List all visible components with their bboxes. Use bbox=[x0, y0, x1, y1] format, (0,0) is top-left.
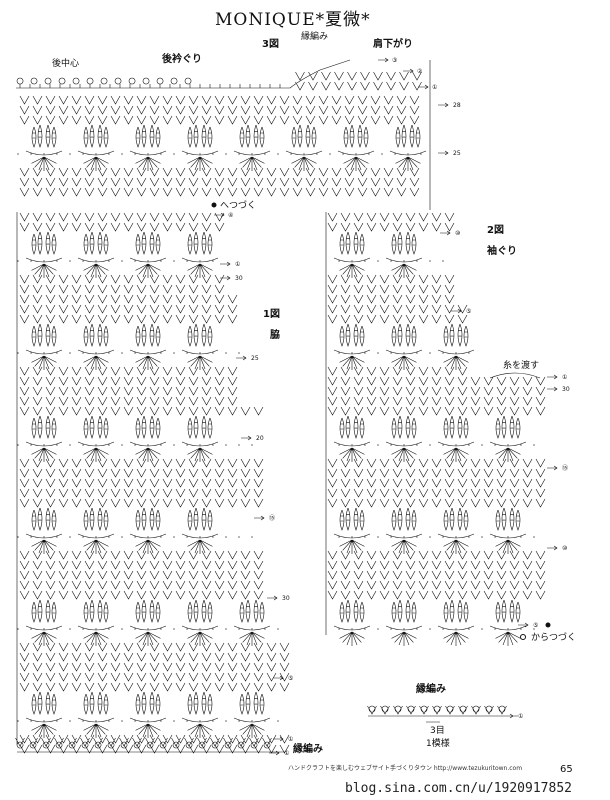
row-number: ④ bbox=[228, 212, 234, 219]
edge-pattern-title: 縁編み bbox=[416, 684, 446, 695]
row-number: ① bbox=[432, 84, 438, 91]
join-marker-dot bbox=[211, 202, 217, 208]
row-number: 25 bbox=[453, 150, 461, 157]
row-number: 28 bbox=[453, 102, 461, 109]
blog-watermark: blog.sina.com.cn/u/1920917852 bbox=[345, 781, 572, 796]
row-number: ⑩ bbox=[455, 230, 461, 237]
join-marker-dot bbox=[545, 622, 551, 628]
fig3-label: 3図 bbox=[262, 39, 279, 50]
shoulder-label: 肩下がり bbox=[373, 39, 413, 50]
page-title: MONIQUE*夏微* bbox=[215, 10, 371, 30]
stitch-symbols bbox=[15, 57, 558, 756]
row-number: ① bbox=[518, 713, 524, 720]
back-center-label: 後中心 bbox=[52, 59, 80, 69]
row-number: ① bbox=[562, 374, 568, 381]
row-number: ① bbox=[235, 261, 241, 268]
row-number: ③ bbox=[392, 57, 398, 64]
row-number: 30 bbox=[562, 386, 570, 393]
fig1-sub-label: 脇 bbox=[270, 330, 280, 341]
row-number: 20 bbox=[256, 435, 264, 442]
start-from-label: からつづく bbox=[531, 633, 577, 643]
start-marker-circle bbox=[520, 634, 526, 640]
fig3-sub-label: 縁編み bbox=[301, 32, 329, 42]
row-number: ⑮ bbox=[269, 515, 276, 522]
row-number: ⑤ bbox=[288, 675, 294, 682]
repeat-pattern-label: 1模様 bbox=[426, 739, 450, 749]
row-number: ⑤ bbox=[466, 308, 472, 315]
row-number: 25 bbox=[251, 355, 259, 362]
row-number: ② bbox=[417, 68, 423, 75]
edge-bottom-label: 縁編み bbox=[293, 744, 323, 755]
row-number: ① bbox=[284, 750, 290, 757]
row-number: 30 bbox=[282, 595, 290, 602]
fig1-label: 1図 bbox=[263, 309, 280, 320]
row-number: ⑮ bbox=[562, 465, 569, 472]
row-number: 30 bbox=[235, 275, 243, 282]
start-join-label: へつづく bbox=[220, 201, 257, 211]
fig2-label: 2図 bbox=[487, 225, 504, 236]
back-neck-label: 後衿ぐり bbox=[162, 54, 202, 65]
pass-yarn-label: 糸を渡す bbox=[503, 361, 540, 371]
repeat-count-label: 3目 bbox=[430, 726, 445, 736]
page-number: 65 bbox=[560, 764, 573, 775]
row-number: ⑩ bbox=[562, 545, 568, 552]
fig2-sub-label: 袖ぐり bbox=[487, 246, 517, 257]
row-number: ⑤ bbox=[533, 622, 539, 629]
footer-credit: ハンドクラフトを楽しむウェブサイト手づくりタウン http://www.tezu… bbox=[288, 765, 523, 772]
row-number: ① bbox=[288, 736, 294, 743]
